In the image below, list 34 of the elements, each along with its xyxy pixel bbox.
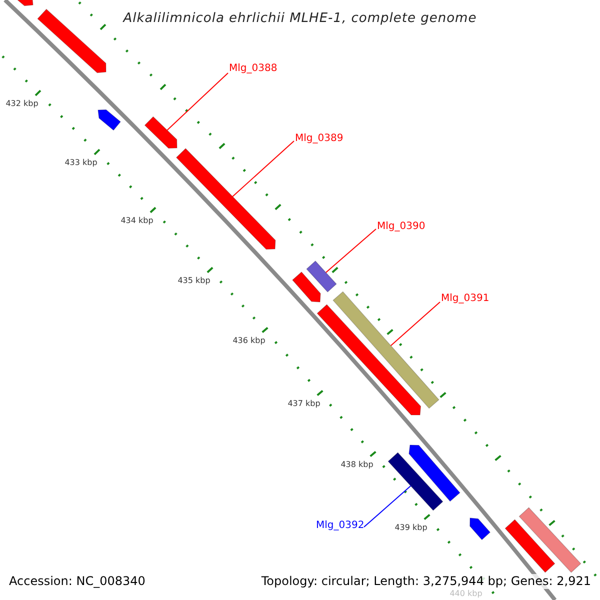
gene-feature <box>98 109 121 131</box>
leader-line <box>166 72 228 131</box>
gene-label: Mlg_0389 <box>295 133 344 145</box>
gene-label: Mlg_0388 <box>229 63 278 75</box>
gene-feature <box>306 260 337 292</box>
leader-line <box>390 302 440 346</box>
position-label: 434 kbp <box>120 216 154 226</box>
position-label: 438 kbp <box>340 460 374 470</box>
gene-feature <box>332 291 440 409</box>
leader-line <box>232 140 294 197</box>
title: Alkalilimnicola ehrlichii MLHE-1, complete genome <box>122 10 478 28</box>
gene-feature <box>176 148 276 250</box>
genome-stats-text: Topology: circular; Length: 3,275,944 bp; Genes: 2,921 <box>261 574 591 589</box>
gene-feature <box>518 507 582 573</box>
gene-feature <box>144 116 178 148</box>
gene-feature <box>388 452 444 511</box>
position-label: 439 kbp <box>394 523 428 533</box>
gene-label: Mlg_0390 <box>377 221 426 233</box>
leader-line <box>325 228 376 273</box>
position-label: 433 kbp <box>64 158 98 168</box>
gene-feature <box>504 519 556 573</box>
gene-feature <box>408 444 460 502</box>
position-label: 436 kbp <box>232 336 266 346</box>
gene-feature <box>37 8 106 74</box>
gene-feature <box>470 518 491 540</box>
gene-label: Mlg_0391 <box>441 293 490 305</box>
leader-line <box>364 485 412 528</box>
position-label: 435 kbp <box>178 276 210 286</box>
position-label: 440 kbp <box>450 589 482 599</box>
gene-label: Mlg_0392 <box>316 520 364 532</box>
gene-feature <box>292 272 321 302</box>
position-label: 432 kbp <box>6 99 38 109</box>
position-label: 437 kbp <box>288 399 320 409</box>
accession-text: Accession: NC_008340 <box>9 574 146 589</box>
